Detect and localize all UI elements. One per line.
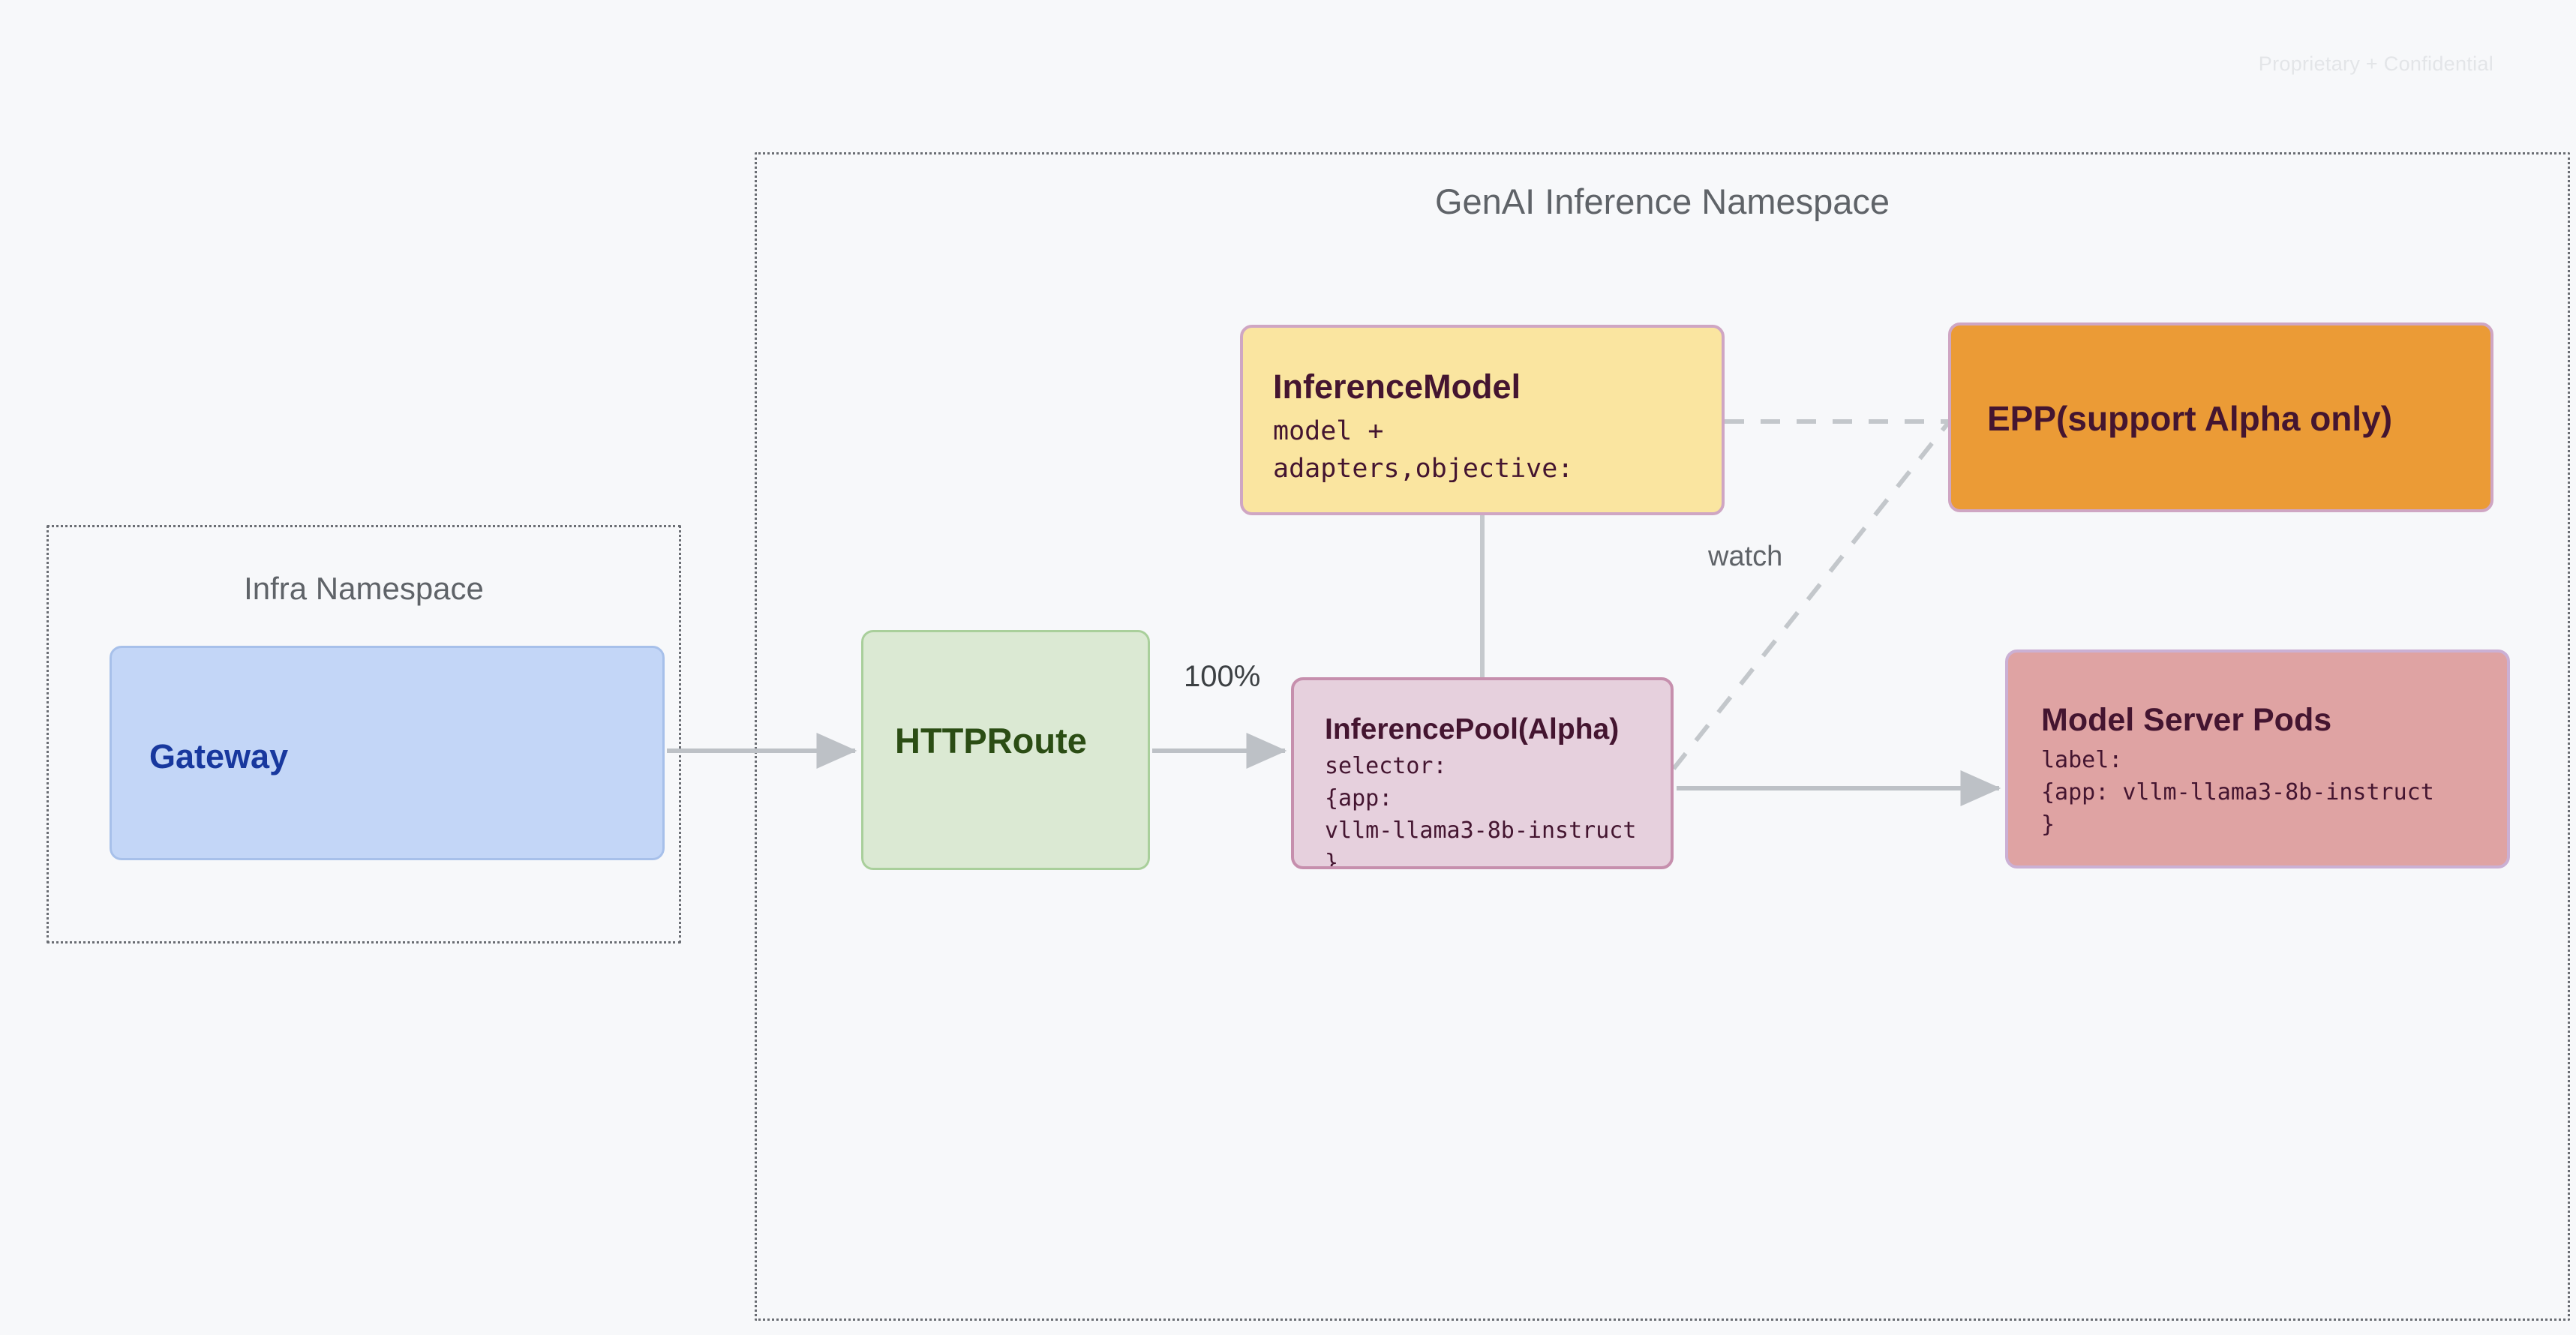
node-model-server-pods[interactable]: Model Server Pods label: {app: vllm-llam… (2005, 650, 2510, 868)
node-gateway[interactable]: Gateway (110, 646, 665, 860)
node-inferencepool-title: InferencePool(Alpha) (1325, 713, 1620, 746)
node-httproute[interactable]: HTTPRoute (861, 630, 1150, 870)
edge-label-traffic-weight: 100% (1184, 660, 1261, 693)
namespace-infra-title: Infra Namespace (244, 571, 484, 606)
node-inferencemodel[interactable]: InferenceModel model + adapters,objectiv… (1240, 325, 1725, 515)
namespace-genai-inference: GenAI Inference Namespace (755, 152, 2570, 1321)
namespace-genai-inference-title: GenAI Inference Namespace (1434, 182, 1890, 221)
node-epp-title: EPP(support Alpha only) (1987, 399, 2393, 438)
edge-label-watch: watch (1708, 541, 1783, 572)
node-inferencemodel-spec: model + adapters,objective: (1273, 416, 1574, 484)
node-epp[interactable]: EPP(support Alpha only) (1948, 322, 2493, 512)
node-inferencepool[interactable]: InferencePool(Alpha) selector: {app: vll… (1291, 677, 1674, 869)
namespace-infra: Infra Namespace (47, 525, 681, 944)
node-inferencepool-spec: selector: {app: vllm-llama3-8b-instruct … (1325, 753, 1637, 869)
node-inferencemodel-title: InferenceModel (1273, 368, 1521, 406)
node-gateway-title: Gateway (149, 737, 289, 776)
node-model-server-pods-spec: label: {app: vllm-llama3-8b-instruct } (2041, 747, 2434, 838)
node-model-server-pods-title: Model Server Pods (2041, 702, 2332, 738)
confidentiality-watermark: Proprietary + Confidential (2258, 52, 2493, 75)
node-httproute-title: HTTPRoute (895, 721, 1087, 760)
